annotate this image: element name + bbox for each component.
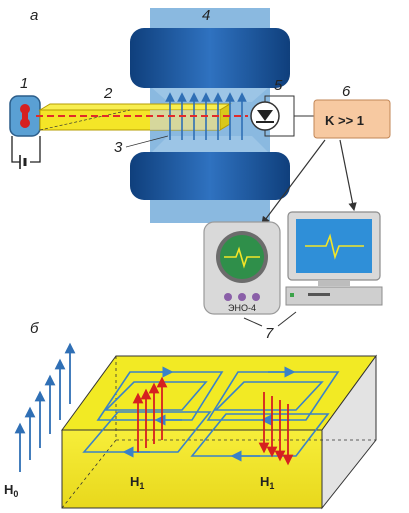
section-label-a: а	[30, 7, 38, 24]
electromagnet	[130, 8, 290, 223]
leader-7-left	[243, 317, 263, 327]
battery-circuit	[11, 136, 41, 163]
label-h1-right-main: H	[260, 474, 269, 489]
photodetector	[250, 95, 314, 137]
label-h0-main: H	[4, 482, 13, 497]
section-label-b: б	[30, 320, 39, 337]
magnetic-slab	[61, 354, 377, 510]
laser-waist	[22, 109, 28, 123]
label-number-1: 1	[20, 75, 28, 92]
computer	[285, 211, 383, 306]
label-number-3: 3	[114, 139, 123, 156]
amplifier-box	[313, 99, 391, 139]
oscilloscope-knob-1	[224, 293, 232, 301]
sample-dash-line	[39, 109, 131, 131]
loop-left-2	[104, 381, 208, 411]
domain-magnetization-down	[258, 392, 294, 466]
loop-right-2	[214, 381, 324, 411]
domain-magnetization-up	[132, 376, 168, 452]
label-h0-sub: 0	[13, 489, 18, 499]
oscilloscope-knob-2	[238, 293, 246, 301]
system-unit	[285, 286, 383, 306]
loop-direction-arrows	[122, 366, 296, 462]
laser-source	[9, 95, 41, 169]
label-number-7: 7	[265, 325, 274, 342]
label-number-4: 4	[202, 7, 210, 24]
arrow-amp-to-oscilloscope	[261, 139, 326, 225]
loop-right-3	[190, 413, 330, 457]
monitor-trace	[305, 233, 364, 260]
label-h0: H0	[4, 482, 18, 499]
leader-3	[125, 135, 169, 148]
magnet-bottom-pole	[152, 136, 268, 152]
external-field-arrows	[14, 342, 76, 472]
diode-triangle-icon	[257, 110, 273, 121]
magnet-field-arrows	[165, 92, 247, 140]
sample-gap-region	[150, 110, 220, 130]
oscilloscope-model-label: ЭНО-4	[228, 303, 256, 313]
label-number-5: 5	[274, 77, 283, 94]
slab-front	[61, 429, 323, 509]
label-number-6: 6	[342, 83, 351, 100]
slab-top	[61, 355, 377, 431]
amplifier-label: K >> 1	[325, 113, 364, 128]
disk-drive	[308, 293, 330, 296]
label-h1-left-sub: 1	[139, 481, 144, 491]
oscilloscope-knob-3	[252, 293, 260, 301]
monitor-stand	[318, 280, 350, 286]
label-h1-right-sub: 1	[269, 481, 274, 491]
oscilloscope: ЭНО-4	[203, 221, 281, 315]
sample-top	[38, 103, 232, 111]
magnet-top-coil	[130, 28, 290, 88]
label-h1-left-main: H	[130, 474, 139, 489]
leader-7-right	[277, 311, 297, 327]
magnet-bottom-coil	[130, 152, 290, 200]
oscilloscope-trace	[224, 246, 260, 269]
amplifier: K >> 1	[313, 99, 391, 139]
label-number-2: 2	[103, 85, 113, 102]
power-light	[290, 293, 294, 297]
label-h1-right: H1	[260, 474, 274, 491]
arrow-amp-to-computer	[339, 139, 357, 212]
label-h1-left: H1	[130, 474, 144, 491]
